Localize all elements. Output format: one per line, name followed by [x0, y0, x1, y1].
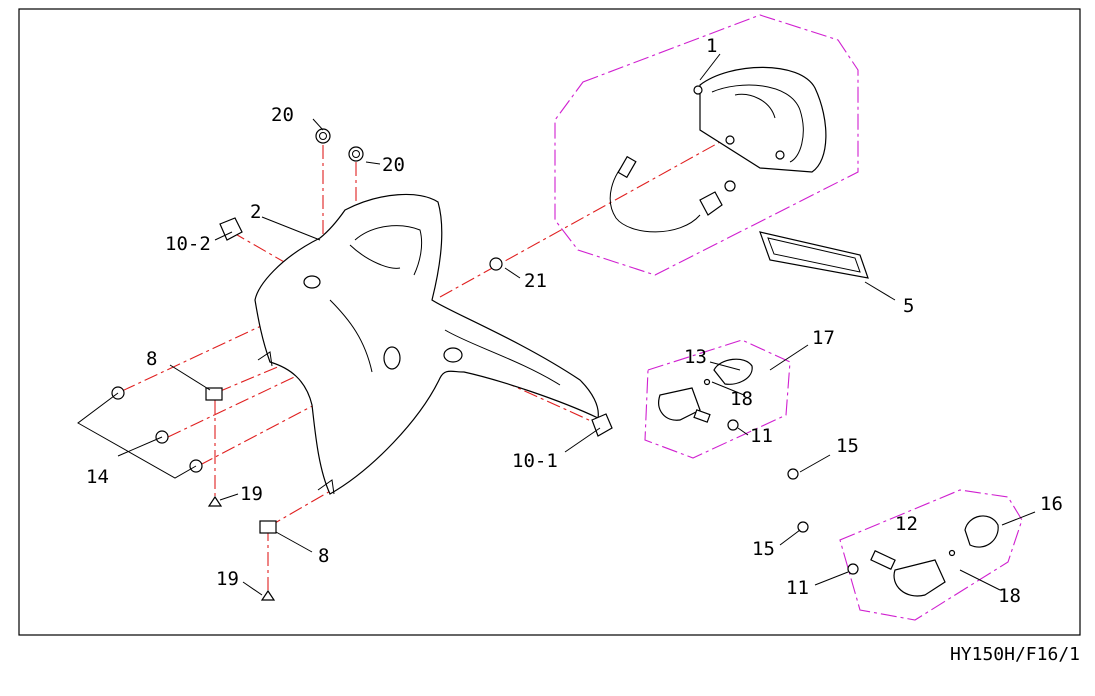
- callout-11-left: 11: [750, 425, 773, 447]
- callout-12: 12: [895, 513, 918, 535]
- tail-light-assembly: [609, 66, 827, 233]
- callout-2: 2: [250, 201, 261, 223]
- drawing-code: HY150H/F16/1: [949, 644, 1080, 665]
- left-turn-signal: [658, 358, 799, 480]
- reflector: [759, 231, 869, 279]
- callout-10-2: 10-2: [165, 233, 211, 255]
- callout-11-right: 11: [786, 577, 809, 599]
- callout-15-right: 15: [752, 538, 775, 560]
- callout-20-left: 20: [271, 104, 294, 126]
- callout-14: 14: [86, 466, 109, 488]
- callout-19-upper: 19: [240, 483, 263, 505]
- callout-8-upper: 8: [146, 348, 157, 370]
- rear-left-signal-group-outline: [644, 339, 791, 459]
- small-hardware: [111, 128, 613, 601]
- callout-15-left: 15: [836, 435, 859, 457]
- callout-17: 17: [812, 327, 835, 349]
- drawing-frame: [18, 8, 1081, 636]
- callout-20-right: 20: [382, 154, 405, 176]
- callout-21: 21: [524, 270, 547, 292]
- callout-10-1: 10-1: [512, 450, 558, 472]
- callout-18-left: 18: [730, 388, 753, 410]
- rear-fender: [254, 193, 599, 495]
- tail-light-group-outline: [554, 14, 859, 276]
- callout-labels: 1 2 5 8 8 10-1 10-2 11 11 12 13 14 15 15…: [86, 35, 1063, 607]
- rear-right-signal-group-outline: [839, 489, 1023, 621]
- callout-19-lower: 19: [216, 568, 239, 590]
- callout-18-right: 18: [998, 585, 1021, 607]
- callout-8-lower: 8: [318, 545, 329, 567]
- callout-16: 16: [1040, 493, 1063, 515]
- right-turn-signal: [797, 515, 999, 597]
- leader-lines: [77, 53, 1036, 596]
- callout-5: 5: [903, 295, 914, 317]
- callout-1: 1: [706, 35, 717, 57]
- callout-13: 13: [684, 346, 707, 368]
